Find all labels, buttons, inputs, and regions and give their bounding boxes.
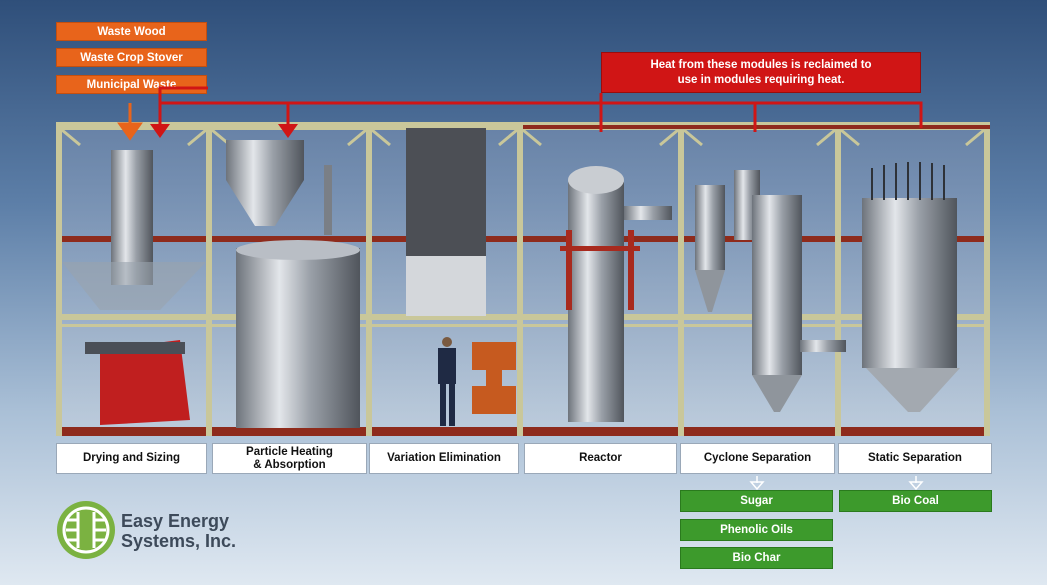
- heat-reclaim-note: Heat from these modules is reclaimed to …: [601, 52, 921, 93]
- company-logo-icon: [57, 501, 115, 559]
- cyclone-small: [695, 185, 725, 270]
- company-name-line1: Easy Energy: [121, 511, 230, 531]
- output-bio-coal: Bio Coal: [839, 490, 992, 512]
- drying-hopper: [62, 262, 206, 310]
- cyclone-large-cone: [752, 375, 802, 412]
- separator-cone: [866, 368, 960, 412]
- auger-joint: [486, 370, 502, 386]
- output-bio-char: Bio Char: [680, 547, 833, 569]
- company-name: Easy Energy Systems, Inc.: [121, 511, 236, 551]
- reactor-support-left: [566, 230, 572, 310]
- output-phenolic-oils: Phenolic Oils: [680, 519, 833, 541]
- feed-pipe: [324, 165, 332, 235]
- heating-cone: [226, 140, 304, 226]
- variation-bin: [406, 128, 486, 256]
- person-leg-left: [440, 384, 446, 426]
- feedstock-waste-crop-stover: Waste Crop Stover: [56, 48, 207, 67]
- grinder-machine: [100, 340, 190, 425]
- person-head: [442, 337, 452, 347]
- module-label-cyclone: Cyclone Separation: [680, 443, 835, 474]
- module-label-drying: Drying and Sizing: [56, 443, 207, 474]
- module-label-variation: Variation Elimination: [369, 443, 519, 474]
- reactor-outlet-pipe: [624, 206, 672, 220]
- reactor-support-bar: [560, 246, 640, 251]
- module-label-reactor: Reactor: [524, 443, 677, 474]
- auger-lower: [472, 386, 516, 414]
- separator-rods: [871, 162, 945, 200]
- company-name-line2: Systems, Inc.: [121, 531, 237, 551]
- frame-posts: [56, 122, 990, 436]
- absorption-tank: [236, 248, 360, 428]
- person-body: [438, 348, 456, 384]
- module-label-static: Static Separation: [838, 443, 992, 474]
- person-leg-right: [449, 384, 455, 426]
- cyclone-small-cone: [695, 270, 725, 312]
- output-sugar: Sugar: [680, 490, 833, 512]
- heat-arrowheads: [150, 124, 298, 138]
- control-cabinet: [406, 256, 486, 316]
- cyclone-large: [752, 195, 802, 375]
- frame-braces: [61, 128, 985, 147]
- tank-top: [236, 240, 360, 260]
- output-arrows: [749, 476, 924, 491]
- feedstock-waste-wood: Waste Wood: [56, 22, 207, 41]
- feed-arrow: [117, 103, 143, 141]
- reactor-vessel: [568, 182, 624, 422]
- grinder-motor: [85, 342, 185, 354]
- reactor-dome: [568, 166, 624, 194]
- module-label-particle-heating: Particle Heating & Absorption: [212, 443, 367, 474]
- static-separator-tank: [862, 198, 957, 368]
- auger-upper: [472, 342, 516, 370]
- heat-lines: [158, 86, 923, 132]
- reactor-support-right: [628, 230, 634, 310]
- cyclone-outlet-pipe: [800, 340, 846, 352]
